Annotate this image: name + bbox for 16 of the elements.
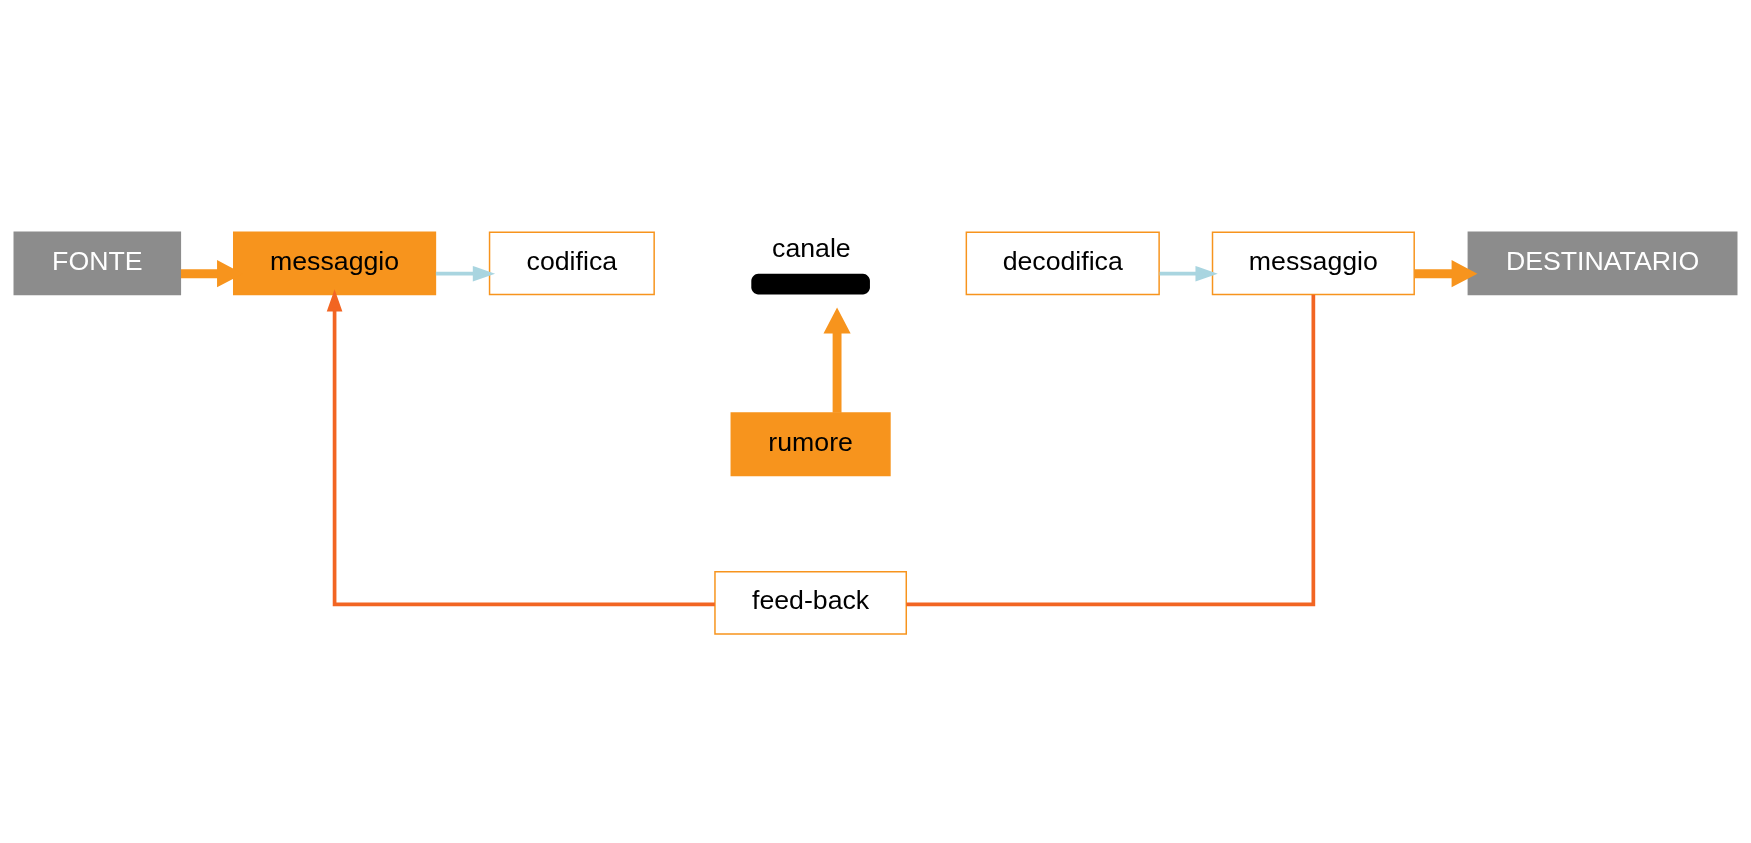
node-label: canale [772,232,851,262]
arrow [435,265,496,281]
node-box [751,273,870,294]
node-box: messaggio [1211,230,1415,295]
node-box: rumore [730,411,891,476]
node-box: FONTE [13,230,182,295]
arrow [1414,259,1478,287]
node-box: DESTINATARIO [1467,230,1738,295]
node-box: feed-back [714,570,907,635]
connector [906,294,1316,606]
arrow [326,288,715,606]
node-box: decodifica [965,230,1160,295]
arrow [823,307,851,413]
arrow [1159,265,1218,281]
node-box: messaggio [233,230,437,295]
node-box: codifica [488,230,655,295]
